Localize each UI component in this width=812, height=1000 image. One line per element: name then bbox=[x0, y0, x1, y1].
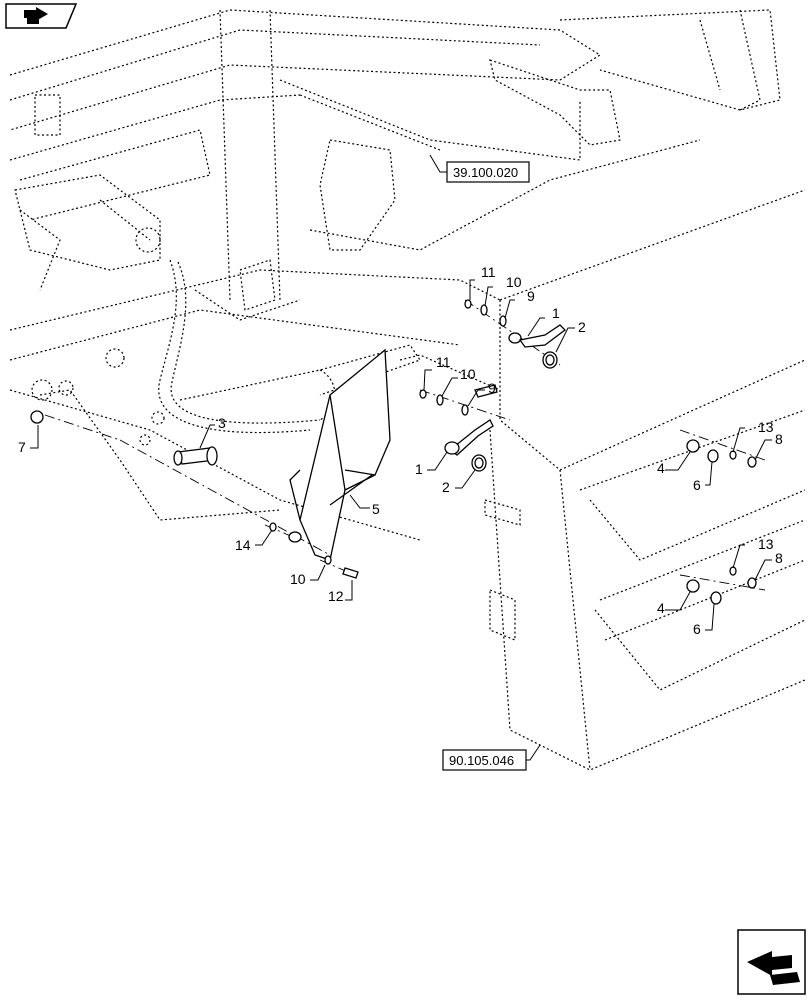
callout-3: 3 bbox=[218, 415, 226, 431]
callout-9: 9 bbox=[488, 380, 496, 396]
callout-2: 2 bbox=[442, 479, 450, 495]
callout-2: 2 bbox=[578, 319, 586, 335]
callout-8: 8 bbox=[775, 431, 783, 447]
callout-1: 1 bbox=[552, 305, 560, 321]
callout-10: 10 bbox=[290, 571, 306, 587]
callout-7: 7 bbox=[18, 439, 26, 455]
callout-1: 1 bbox=[415, 461, 423, 477]
callout-5: 5 bbox=[372, 501, 380, 517]
machine-frame-outline bbox=[9, 9, 806, 771]
assembly-centerlines bbox=[44, 299, 766, 591]
callout-8: 8 bbox=[775, 550, 783, 566]
callout-6: 6 bbox=[693, 621, 701, 637]
pin-part bbox=[173, 446, 218, 466]
callout-13: 13 bbox=[758, 419, 774, 435]
next-page-icon[interactable] bbox=[737, 929, 806, 995]
guard-part bbox=[289, 348, 391, 561]
callout-4: 4 bbox=[657, 460, 665, 476]
callout-labels: 11 10 9 1 2 11 10 9 1 2 3 5 7 14 10 12 4… bbox=[18, 264, 783, 637]
callout-9: 9 bbox=[527, 288, 535, 304]
callout-6: 6 bbox=[693, 477, 701, 493]
callout-10: 10 bbox=[460, 366, 476, 382]
previous-page-icon[interactable] bbox=[5, 3, 78, 29]
reference-link-top[interactable]: 39.100.020 bbox=[429, 154, 530, 183]
callout-11: 11 bbox=[481, 264, 496, 280]
callout-14: 14 bbox=[235, 537, 251, 553]
reference-link-bottom[interactable]: 90.105.046 bbox=[442, 744, 541, 771]
reference-label: 90.105.046 bbox=[449, 753, 514, 768]
callout-4: 4 bbox=[657, 600, 665, 616]
callout-13: 13 bbox=[758, 536, 774, 552]
callout-10: 10 bbox=[506, 274, 522, 290]
reference-label: 39.100.020 bbox=[453, 165, 518, 180]
callout-12: 12 bbox=[328, 588, 344, 604]
callout-leaders bbox=[30, 279, 772, 631]
callout-11: 11 bbox=[436, 354, 451, 370]
hardware-parts bbox=[30, 299, 757, 605]
